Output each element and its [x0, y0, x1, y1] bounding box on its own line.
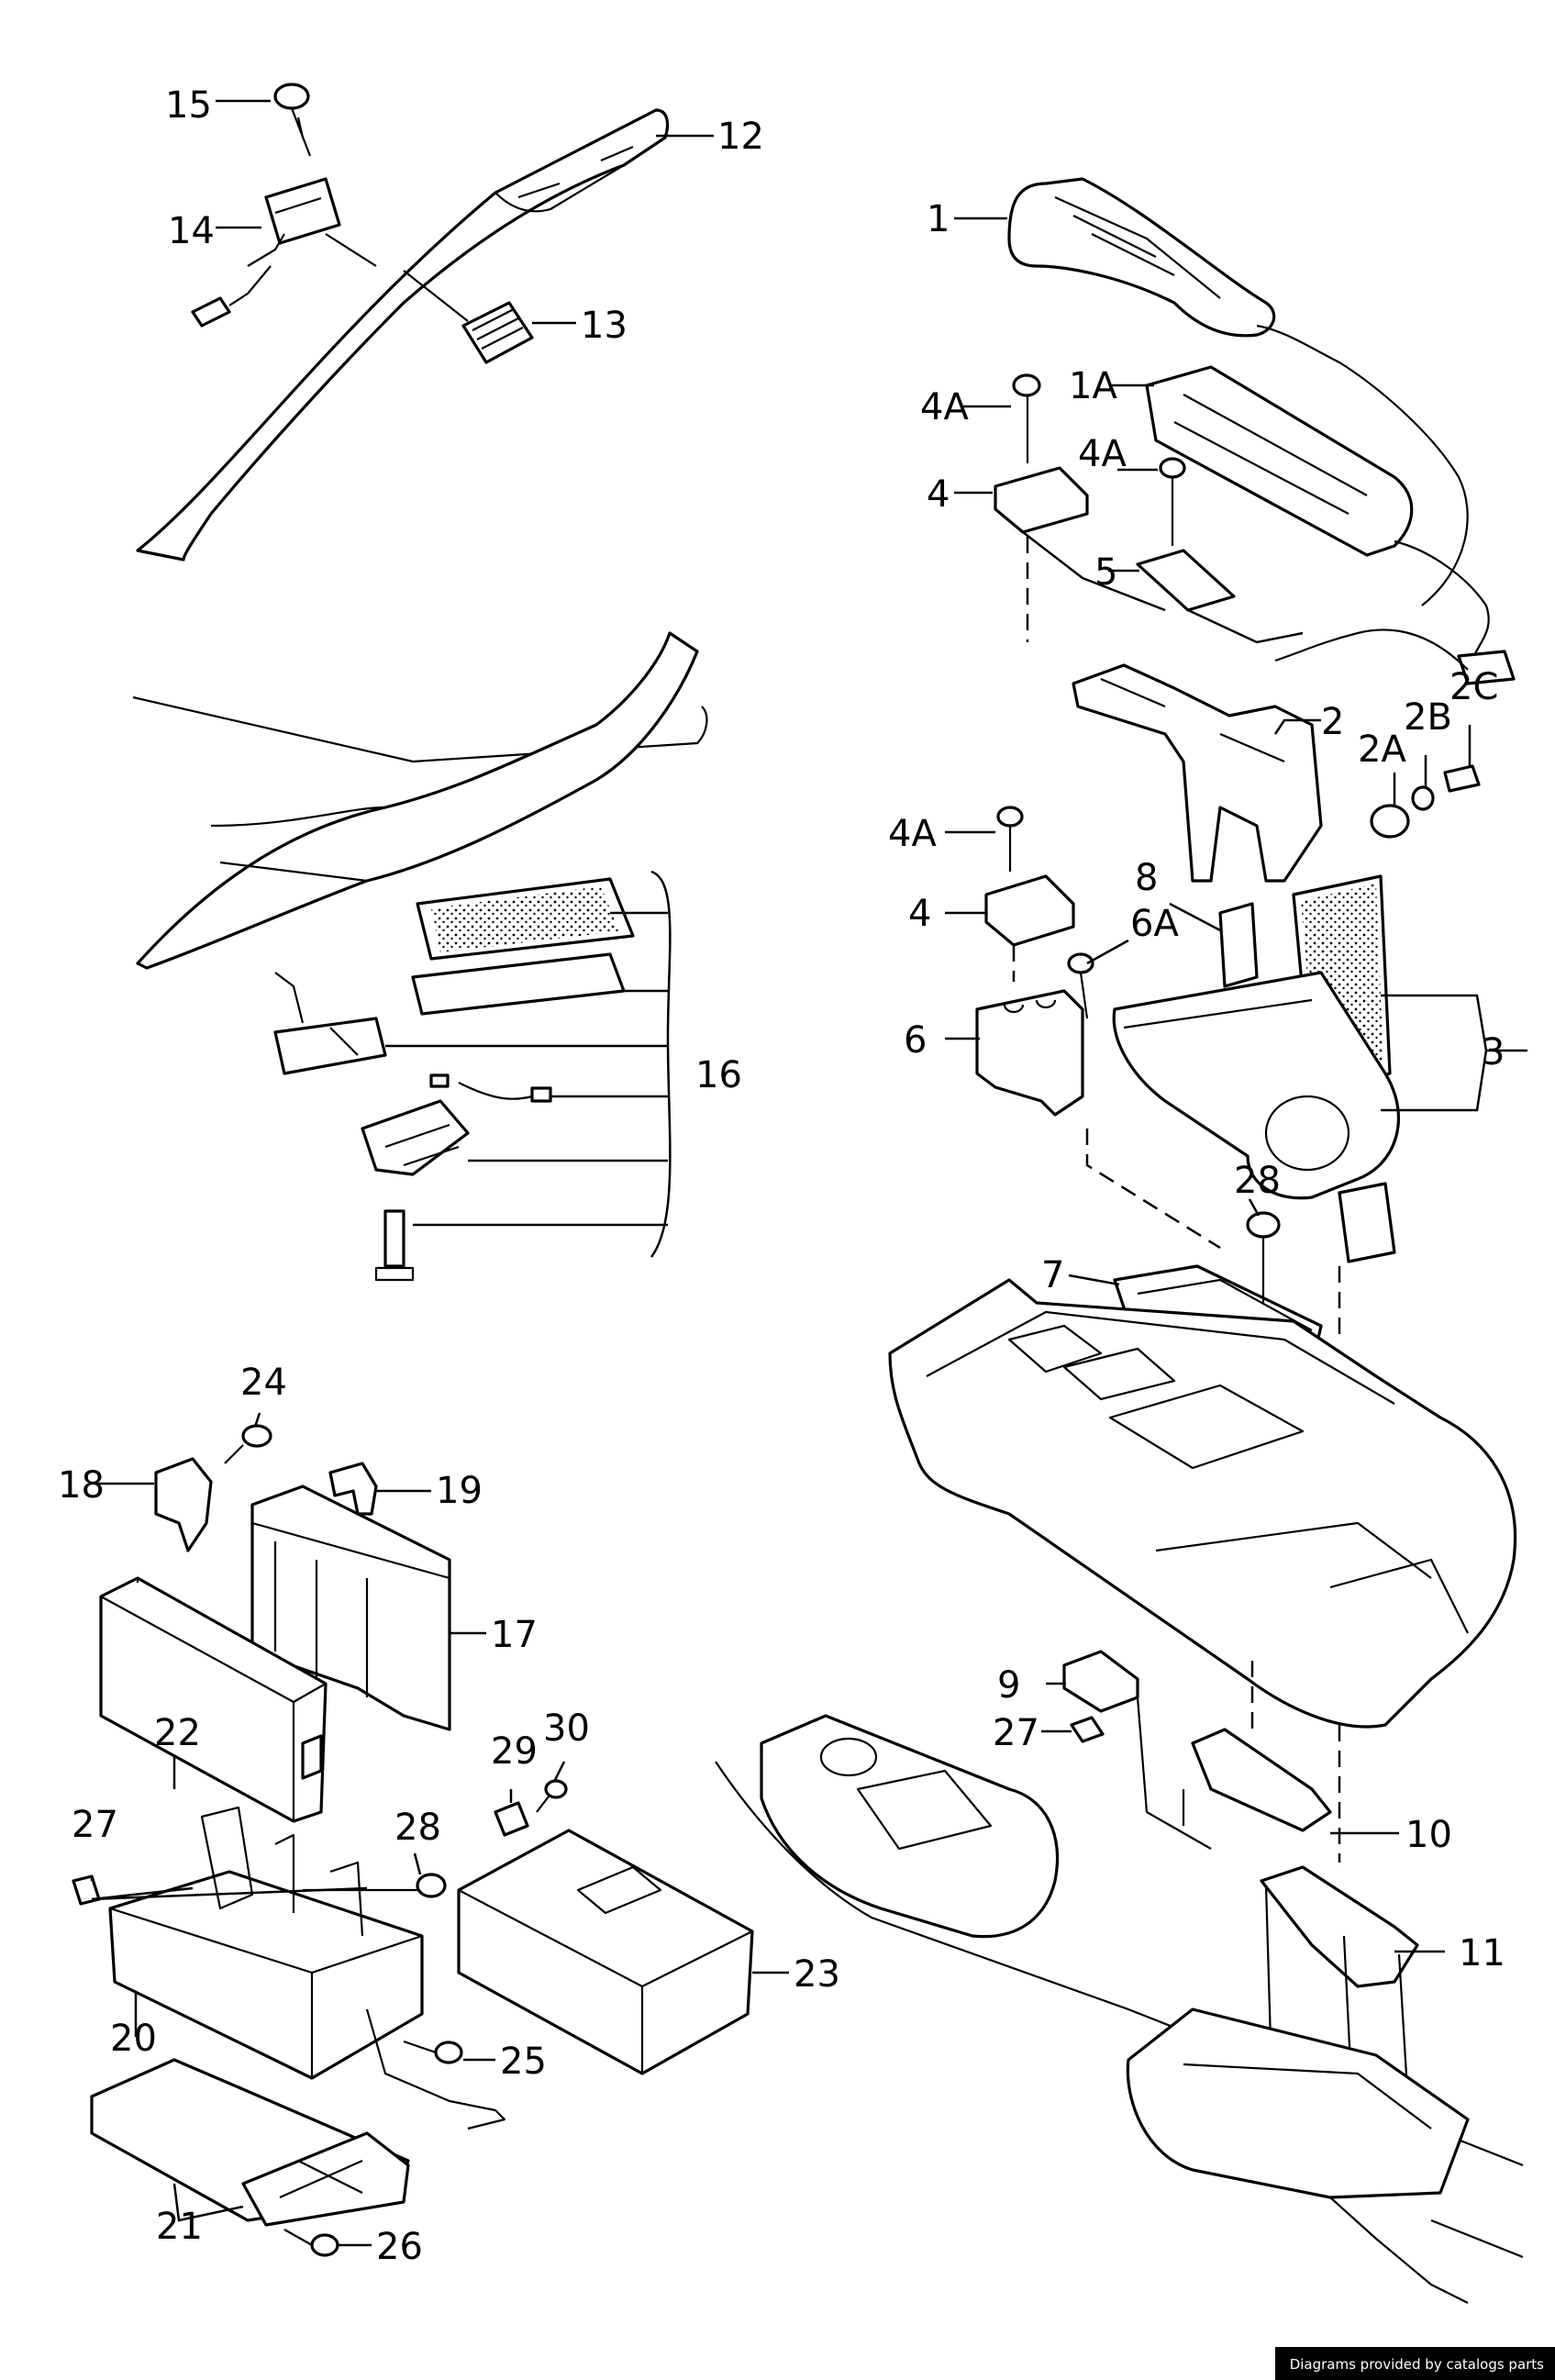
callout-numbers: 15 14 12 13 16 1 1A 4A 4A 4 5 2 2A 2B 2C… — [58, 84, 1505, 2268]
center-console — [888, 1278, 1517, 1729]
clip-9 — [1062, 1650, 1139, 1713]
block-4-mid — [984, 874, 1075, 947]
callout-27-left: 27 — [72, 1804, 118, 1846]
callout-27-right: 27 — [993, 1712, 1039, 1754]
box-20 — [108, 1870, 424, 2080]
rear-console — [760, 1714, 1060, 1939]
bolt-28-right — [1246, 1211, 1281, 1239]
callout-18: 18 — [58, 1464, 105, 1507]
callout-4-top: 4 — [927, 473, 950, 516]
block-4-top — [994, 466, 1089, 534]
callout-6: 6 — [904, 1019, 927, 1062]
callout-14: 14 — [168, 210, 215, 252]
callout-2: 2 — [1321, 701, 1344, 743]
clip-8 — [1218, 902, 1259, 988]
callout-7: 7 — [1041, 1254, 1064, 1296]
screw-30 — [544, 1779, 568, 1799]
nut-27-right — [1070, 1716, 1105, 1743]
unit-23 — [457, 1829, 754, 2075]
screw-4A-mid — [1159, 457, 1186, 479]
callout-21: 21 — [156, 2206, 203, 2248]
bolt-2C — [1443, 764, 1481, 793]
connector-14 — [191, 296, 231, 328]
bolt-26 — [310, 2233, 339, 2257]
callout-15: 15 — [165, 84, 212, 127]
callout-3: 3 — [1482, 1031, 1505, 1073]
callout-2C: 2C — [1449, 666, 1498, 708]
bracket-11 — [1260, 1865, 1419, 1988]
bracket-16 — [273, 1017, 387, 1075]
bracket-2 — [1072, 663, 1323, 883]
callout-23: 23 — [794, 1953, 840, 1996]
bolt-28-left — [416, 1873, 447, 1898]
plate-5 — [1136, 549, 1236, 612]
callout-28-right: 28 — [1234, 1160, 1281, 1202]
callout-10: 10 — [1405, 1814, 1452, 1856]
callout-17: 17 — [491, 1614, 538, 1656]
clip-19 — [328, 1462, 378, 1516]
callout-19: 19 — [436, 1470, 483, 1512]
screw-4A-low — [996, 806, 1024, 828]
callout-28-left: 28 — [394, 1807, 441, 1849]
callout-16: 16 — [695, 1054, 742, 1096]
callout-11: 11 — [1459, 1932, 1505, 1974]
screw-4A-top — [1012, 373, 1041, 397]
cradle-1A — [1145, 365, 1414, 557]
callout-2A: 2A — [1358, 728, 1406, 771]
cover-21 — [241, 2131, 410, 2227]
callout-26: 26 — [376, 2226, 423, 2268]
callout-4A-low: 4A — [888, 813, 937, 855]
screw-15 — [273, 83, 310, 110]
bracket-10 — [1191, 1728, 1332, 1832]
plug-29 — [494, 1801, 529, 1837]
callout-30: 30 — [543, 1707, 590, 1750]
callout-1A: 1A — [1069, 365, 1117, 407]
callout-8: 8 — [1135, 857, 1158, 899]
dash-panel — [136, 631, 699, 970]
floor-tunnel-group — [715, 1714, 1524, 2304]
pillar-trim-group — [136, 83, 670, 562]
callout-4-low: 4 — [908, 893, 931, 935]
callout-5: 5 — [1094, 551, 1117, 594]
leader-lines — [90, 99, 1472, 2247]
screw-6A — [1067, 952, 1094, 974]
bolt-24 — [241, 1424, 272, 1448]
armrest-base-3 — [1112, 971, 1400, 1200]
credit-badge: Diagrams provided by catalogs parts — [1274, 2347, 1555, 2380]
grille-13 — [461, 301, 534, 364]
dashboard-group — [132, 631, 708, 1282]
callout-6A: 6A — [1130, 903, 1179, 945]
callout-4A-top: 4A — [920, 386, 969, 428]
bolt-16 — [383, 1209, 405, 1268]
handset-group — [994, 177, 1516, 883]
callout-20: 20 — [110, 2018, 157, 2060]
callout-1: 1 — [927, 198, 950, 240]
handset-1 — [1007, 177, 1276, 338]
bracket-18 — [154, 1457, 213, 1552]
callout-4A-mid: 4A — [1078, 433, 1127, 475]
callout-2B: 2B — [1404, 696, 1452, 739]
pad-16b — [411, 952, 626, 1016]
callout-13: 13 — [581, 305, 628, 347]
callout-29: 29 — [491, 1730, 538, 1773]
knob-2A — [1370, 804, 1410, 839]
callout-25: 25 — [500, 2041, 547, 2083]
callout-12: 12 — [717, 116, 764, 158]
bracket-6 — [975, 989, 1084, 1117]
washer-2B — [1411, 785, 1435, 811]
bolt-25 — [434, 2041, 463, 2064]
callout-9: 9 — [997, 1664, 1020, 1707]
callout-22: 22 — [154, 1712, 201, 1754]
switch-14 — [264, 177, 341, 245]
console-group — [888, 1278, 1517, 2120]
floor-pad — [1126, 2007, 1470, 2199]
module-group — [72, 1424, 754, 2257]
callout-24: 24 — [240, 1362, 287, 1404]
